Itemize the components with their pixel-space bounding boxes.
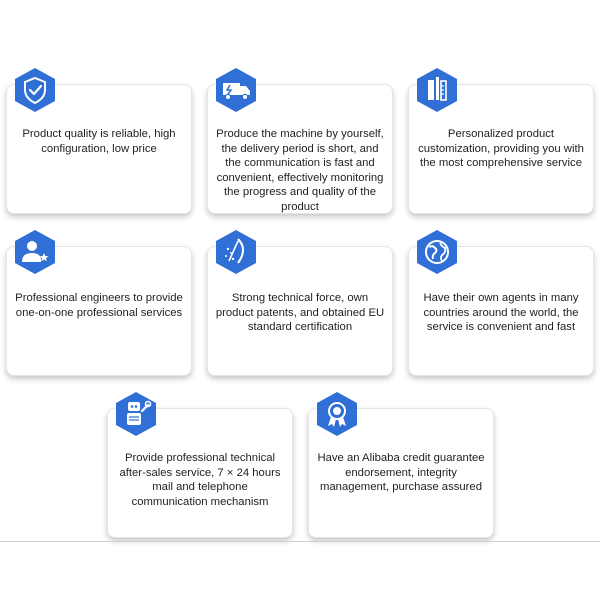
- feature-card-after-sales: Provide professional technical after-sal…: [107, 392, 293, 538]
- divider: [0, 541, 600, 542]
- globe-agents-icon: [415, 229, 459, 275]
- feature-text: Professional engineers to provide one-on…: [15, 292, 183, 319]
- feature-text: Strong technical force, own product pate…: [215, 292, 385, 334]
- feature-card-quality: Product quality is reliable, high config…: [6, 68, 192, 214]
- feature-text: Provide professional technical after-sal…: [119, 452, 281, 508]
- feature-text: Personalized product customization, prov…: [418, 128, 584, 170]
- customization-tools-icon: [415, 67, 459, 113]
- support-robot-icon: [114, 391, 158, 437]
- feature-text: Product quality is reliable, high config…: [22, 128, 176, 155]
- feature-text: Have their own agents in many countries …: [423, 292, 579, 334]
- shield-check-icon: [13, 67, 57, 113]
- feature-card-delivery: Produce the machine by yourself, the del…: [207, 68, 393, 214]
- feature-card-agents: Have their own agents in many countries …: [408, 230, 594, 376]
- engineer-user-icon: [13, 229, 57, 275]
- delivery-truck-icon: [214, 67, 258, 113]
- feature-text: Produce the machine by yourself, the del…: [216, 128, 384, 213]
- feature-card-customization: Personalized product customization, prov…: [408, 68, 594, 214]
- feature-card-credit: Have an Alibaba credit guarantee endorse…: [308, 392, 494, 538]
- feature-card-engineers: Professional engineers to provide one-on…: [6, 230, 192, 376]
- patent-certification-icon: [214, 229, 258, 275]
- credit-badge-icon: [315, 391, 359, 437]
- feature-card-patents: Strong technical force, own product pate…: [207, 230, 393, 376]
- feature-text: Have an Alibaba credit guarantee endorse…: [317, 452, 485, 494]
